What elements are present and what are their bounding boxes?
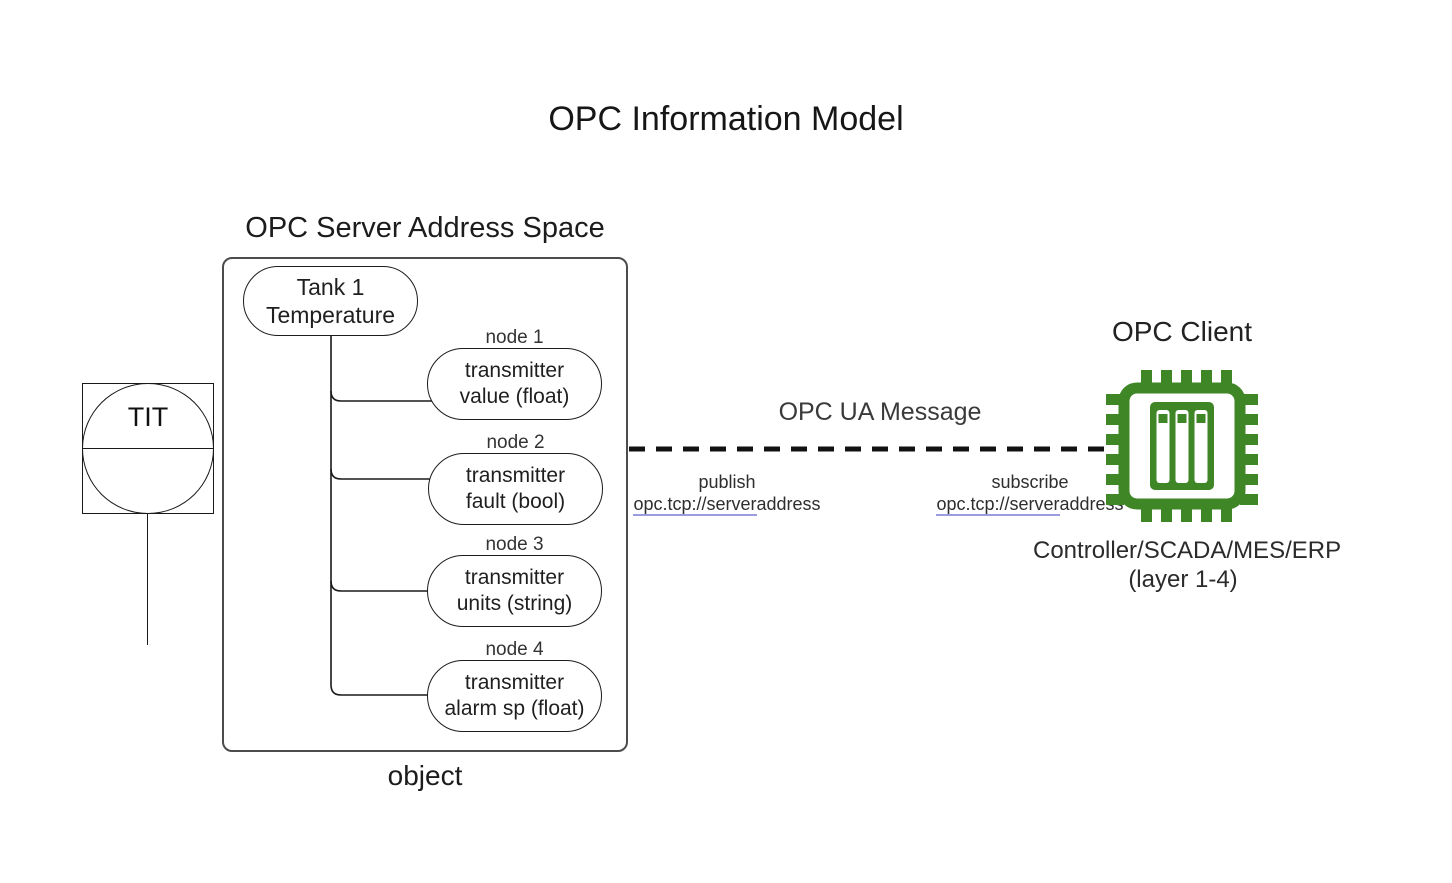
node1-label: node 1 <box>485 327 544 348</box>
node2-label: node 2 <box>486 432 545 453</box>
node4-label: node 4 <box>485 639 544 660</box>
node2-ellipse: transmitter fault (bool) <box>428 453 603 525</box>
subscribe-block: subscribe opc.tcp://serveraddress <box>930 471 1130 516</box>
publish-block: publish opc.tcp://serveraddress <box>627 471 827 516</box>
tank-node-line2: Temperature <box>265 302 396 328</box>
publish-address-link: opc.tcp://server <box>633 494 757 516</box>
instrument-midline <box>82 448 214 449</box>
page-title: OPC Information Model <box>548 100 904 138</box>
node4-line1: transmitter <box>464 671 565 694</box>
opc-ua-message-label: OPC UA Message <box>778 398 982 426</box>
opc-client-label: OPC Client <box>1111 316 1253 347</box>
node4-ellipse: transmitter alarm sp (float) <box>427 660 602 732</box>
node3-line2: units (string) <box>456 592 573 615</box>
server-address-space-label: OPC Server Address Space <box>245 212 605 244</box>
node3-line1: transmitter <box>464 566 565 589</box>
node4-line2: alarm sp (float) <box>444 697 585 720</box>
tank-temperature-node: Tank 1 Temperature <box>243 266 418 336</box>
server-address-space-box <box>222 257 628 752</box>
subscribe-address: opc.tcp://serveraddress <box>930 493 1130 516</box>
node3-ellipse: transmitter units (string) <box>427 555 602 627</box>
instrument-tag: TIT <box>127 402 169 432</box>
node1-line1: transmitter <box>464 359 565 382</box>
subscribe-address-link: opc.tcp://server <box>936 494 1060 516</box>
publish-address-rest: address <box>756 494 821 514</box>
instrument-stem-line <box>147 514 148 645</box>
client-caption-line2: (layer 1-4) <box>1128 566 1238 593</box>
node3-label: node 3 <box>485 534 544 555</box>
publish-address: opc.tcp://serveraddress <box>627 493 827 516</box>
chip-icon <box>1106 370 1258 522</box>
tank-node-line1: Tank 1 <box>296 274 365 300</box>
object-label: object <box>387 760 463 791</box>
node1-line2: value (float) <box>459 385 570 408</box>
publish-label: publish <box>698 472 756 492</box>
client-caption-line1: Controller/SCADA/MES/ERP <box>1033 537 1342 564</box>
subscribe-label: subscribe <box>991 472 1069 492</box>
node1-ellipse: transmitter value (float) <box>427 348 602 420</box>
node2-line1: transmitter <box>465 464 566 487</box>
node2-line2: fault (bool) <box>465 490 566 513</box>
